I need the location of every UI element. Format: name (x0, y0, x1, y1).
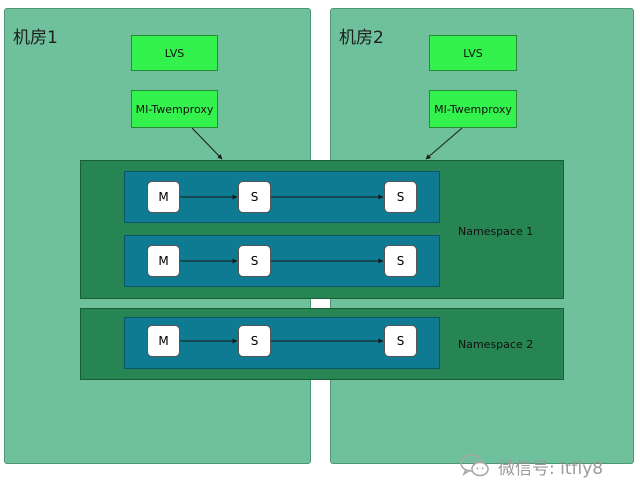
ns2-row1-slave-node-2: S (384, 325, 417, 357)
room-1-twemproxy-label: MI-Twemproxy (135, 102, 214, 116)
room-2-lvs-label: LVS (463, 46, 483, 60)
room-1-title: 机房1 (13, 28, 58, 48)
room-2-title: 机房2 (339, 28, 384, 48)
ns1-row2-slave-node-1: S (238, 245, 271, 277)
ns2-row1-master-node: M (147, 325, 180, 357)
wechat-icon (460, 454, 489, 477)
ns2-row1-slave-node-1: S (238, 325, 271, 357)
room-2-lvs-box: LVS (429, 35, 517, 71)
room-1-twemproxy-box: MI-Twemproxy (131, 90, 218, 128)
namespace-1-label: Namespace 1 (458, 225, 534, 238)
ns1-row1-slave-node-2: S (384, 181, 417, 213)
ns1-row1-master-node: M (147, 181, 180, 213)
ns1-row1-slave-node-1: S (238, 181, 271, 213)
ns1-row2-master-node: M (147, 245, 180, 277)
room-1-lvs-label: LVS (164, 46, 185, 60)
room-2-twemproxy-box: MI-Twemproxy (429, 90, 517, 128)
room-2-twemproxy-label: MI-Twemproxy (434, 102, 512, 116)
watermark-text: 微信号: itfly8 (498, 458, 604, 479)
room-1-lvs-box: LVS (131, 35, 218, 71)
watermark: 微信号: itfly8 (460, 452, 603, 480)
namespace-2-label: Namespace 2 (458, 338, 534, 351)
ns1-row2-slave-node-2: S (384, 245, 417, 277)
